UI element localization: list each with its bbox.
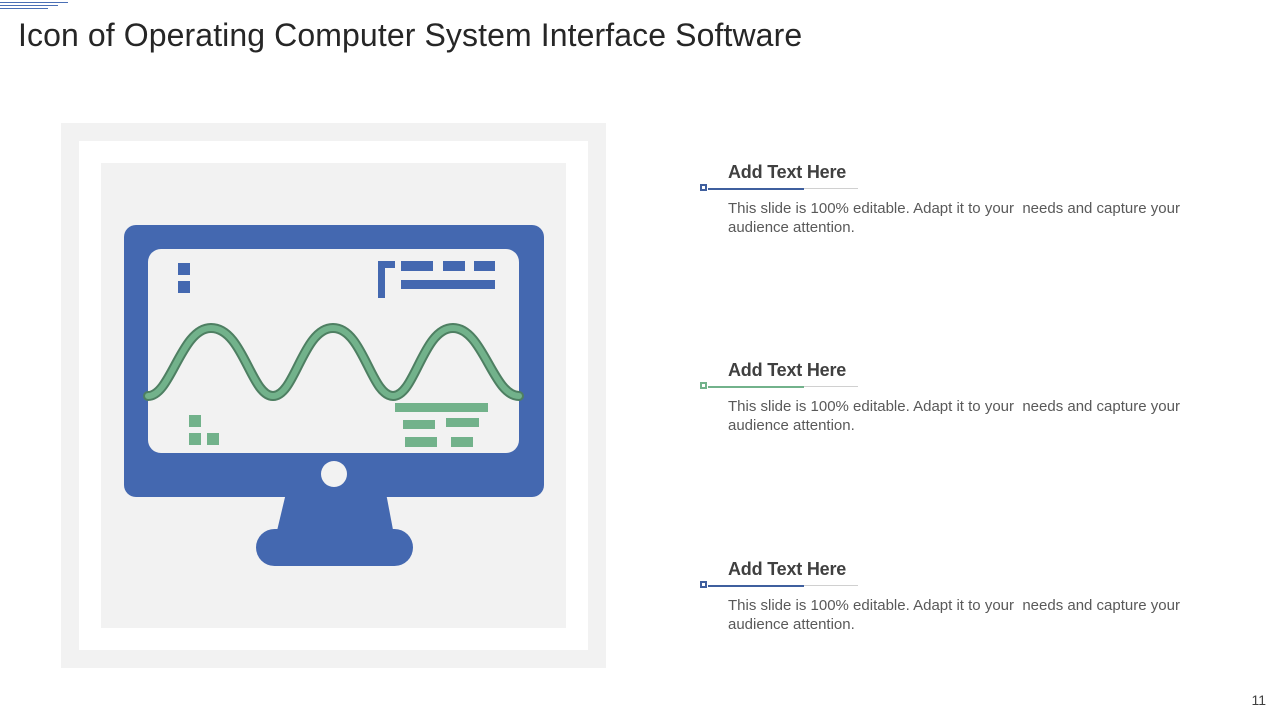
corner-decoration	[0, 0, 70, 12]
monitor-stand	[276, 493, 394, 535]
screen-green-bar	[405, 437, 437, 447]
item-body: This slide is 100% editable. Adapt it to…	[728, 597, 1185, 633]
monitor-base	[256, 529, 413, 566]
item-body: This slide is 100% editable. Adapt it to…	[728, 398, 1185, 434]
screen-dot	[178, 263, 190, 275]
screen-block	[189, 415, 201, 427]
item-divider-accent	[708, 386, 804, 388]
text-item-1: Add Text Here This slide is 100% editabl…	[700, 162, 1220, 242]
text-item-3: Add Text Here This slide is 100% editabl…	[700, 559, 1220, 639]
screen-dot	[178, 281, 190, 293]
screen-block	[207, 433, 219, 445]
item-marker-icon	[700, 184, 707, 191]
computer-monitor-icon	[124, 225, 544, 566]
item-marker-icon	[700, 581, 707, 588]
screen-block	[189, 433, 201, 445]
item-heading: Add Text Here	[728, 360, 847, 380]
screen-green-bar	[446, 418, 479, 427]
item-heading: Add Text Here	[728, 559, 847, 579]
text-item-2: Add Text Here This slide is 100% editabl…	[700, 360, 1220, 440]
screen-bracket	[378, 261, 395, 268]
item-body: This slide is 100% editable. Adapt it to…	[728, 200, 1185, 236]
screen-green-bar	[403, 420, 435, 429]
slide-title: Icon of Operating Computer System Interf…	[18, 17, 803, 53]
screen-green-bar	[451, 437, 473, 447]
item-divider-accent	[708, 585, 804, 587]
item-divider-accent	[708, 188, 804, 190]
monitor-screen	[148, 249, 519, 453]
item-marker-icon	[700, 382, 707, 389]
screen-bracket	[378, 261, 385, 298]
screen-bar	[401, 261, 433, 271]
page-number: 11	[1251, 692, 1266, 708]
screen-bar	[474, 261, 495, 271]
screen-bar	[401, 280, 495, 289]
screen-bar	[443, 261, 465, 271]
power-button-icon	[321, 461, 347, 487]
screen-green-bar	[395, 403, 488, 412]
waveform-line-fill	[145, 324, 522, 400]
item-heading: Add Text Here	[728, 162, 847, 182]
